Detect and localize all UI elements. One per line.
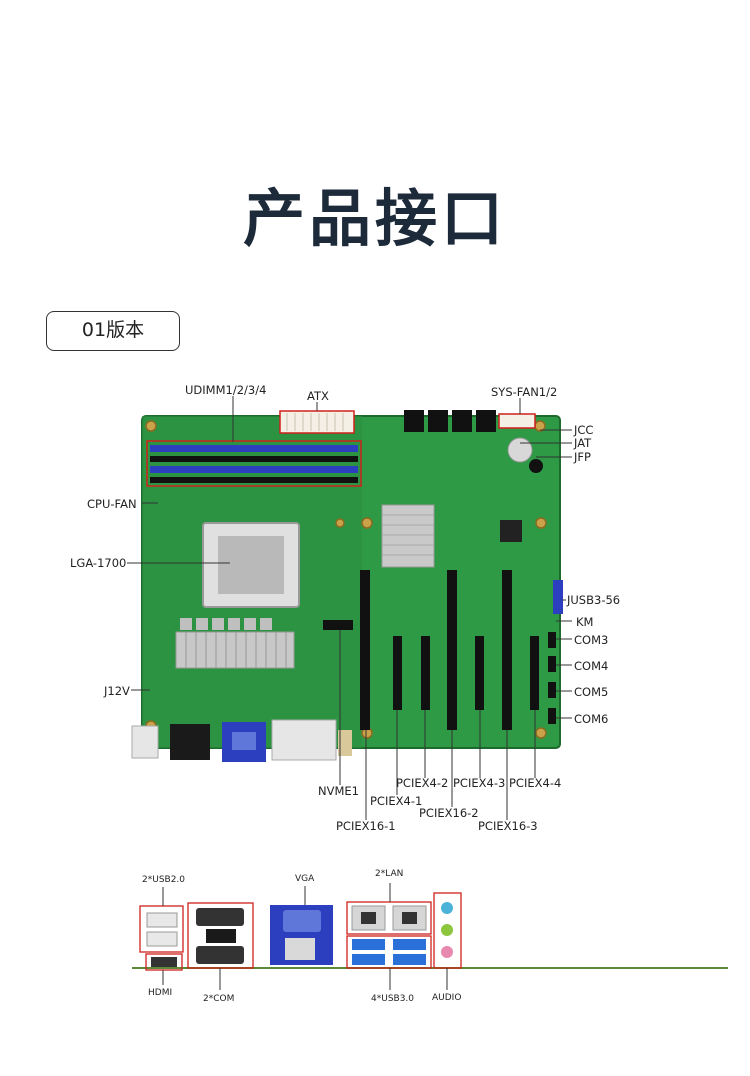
- chipset-heatsink: [381, 504, 435, 568]
- label-com5: COM5: [574, 685, 609, 699]
- label-lga: LGA-1700: [70, 556, 127, 570]
- label-cpu-fan: CPU-FAN: [87, 497, 137, 511]
- nvme-slot: [323, 620, 353, 630]
- page-title: 产品接口: [242, 182, 507, 255]
- dimm-slots: [150, 445, 358, 483]
- label-io-usb3: 4*USB3.0: [371, 994, 415, 1004]
- sys-fan-connector: [498, 413, 536, 429]
- label-pciex4-2: PCIEX4-2: [396, 776, 449, 790]
- label-com6: COM6: [574, 712, 609, 726]
- label-io-com: 2*COM: [203, 994, 235, 1004]
- label-sys-fan: SYS-FAN1/2: [491, 385, 558, 399]
- label-pciex4-4: PCIEX4-4: [509, 776, 562, 790]
- label-km: KM: [576, 615, 594, 629]
- label-io-hdmi: HDMI: [148, 988, 173, 998]
- leader-lines: [127, 396, 572, 820]
- label-pciex16-3: PCIEX16-3: [478, 819, 538, 833]
- io-lan-box: [346, 901, 432, 935]
- io-hdmi-box: [145, 953, 183, 971]
- cmos-battery: [507, 437, 533, 463]
- label-io-usb2: 2*USB2.0: [142, 875, 186, 885]
- io-usb2-box: [139, 905, 184, 953]
- label-atx: ATX: [307, 389, 329, 403]
- version-badge: 01版本: [46, 311, 180, 351]
- label-nvme: NVME1: [318, 784, 359, 798]
- label-io-vga: VGA: [295, 874, 315, 884]
- io-usb3-box: [346, 935, 432, 969]
- label-pciex16-2: PCIEX16-2: [419, 806, 479, 820]
- label-io-audio: AUDIO: [432, 993, 462, 1003]
- rear-com-port: [170, 724, 210, 760]
- label-io-lan: 2*LAN: [375, 869, 404, 879]
- label-pciex4-3: PCIEX4-3: [453, 776, 506, 790]
- label-jusb: JUSB3-56: [567, 593, 621, 607]
- jusb-header: [553, 580, 563, 614]
- label-jfp: JFP: [574, 450, 591, 464]
- dimm-highlight: [146, 440, 362, 487]
- mounting-holes: [145, 420, 547, 739]
- com-headers: [548, 632, 556, 724]
- label-jcc: JCC: [574, 423, 594, 437]
- vrm-inductors: [180, 618, 272, 630]
- label-udimm: UDIMM1/2/3/4: [185, 383, 267, 397]
- rear-usb-lan: [271, 719, 337, 761]
- label-pciex4-1: PCIEX4-1: [370, 794, 423, 808]
- label-com4: COM4: [574, 659, 609, 673]
- sata-ports: [404, 410, 496, 432]
- pcie-slots: [360, 570, 539, 730]
- label-j12v: J12V: [104, 684, 130, 698]
- label-com3: COM3: [574, 633, 609, 647]
- label-pciex16-1: PCIEX16-1: [336, 819, 396, 833]
- rear-audio: [131, 725, 159, 759]
- label-jat: JAT: [574, 436, 592, 450]
